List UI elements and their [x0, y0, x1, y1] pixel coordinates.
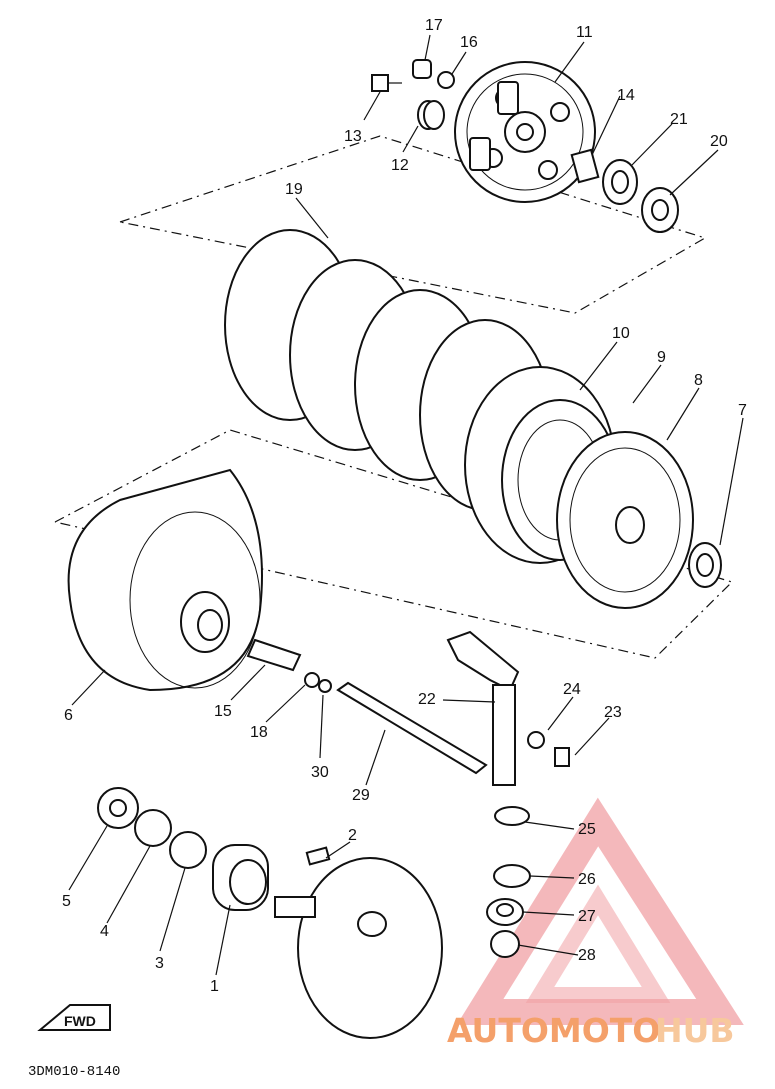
label-8: 8 [694, 372, 703, 389]
label-19: 19 [285, 181, 303, 198]
label-29: 29 [352, 787, 370, 804]
drawing-code: 3DM010-8140 [28, 1064, 120, 1080]
assembly-frame-upper [119, 135, 707, 314]
part-number-labels: 17 16 11 13 12 14 21 20 19 10 9 8 7 6 15… [62, 17, 747, 995]
bearing-set-upper [570, 148, 679, 233]
label-4: 4 [100, 923, 109, 940]
label-27: 27 [578, 908, 596, 925]
push-rod-set [246, 638, 488, 775]
assembly-frame-lower [54, 429, 734, 659]
clutch-plate-stack [224, 229, 551, 511]
label-7: 7 [738, 402, 747, 419]
label-21: 21 [670, 111, 688, 128]
label-17: 17 [425, 17, 443, 34]
lower-lever-parts [486, 806, 531, 958]
label-22: 22 [418, 691, 436, 708]
label-11: 11 [576, 24, 593, 41]
label-13: 13 [344, 128, 362, 145]
spring-bolt-set [371, 59, 455, 130]
watermark-part1: AUTOMOTO [447, 1011, 660, 1050]
primary-drive-parts [97, 787, 443, 1039]
label-24: 24 [563, 681, 581, 698]
forward-direction-arrow: FWD [37, 1004, 111, 1031]
label-10: 10 [612, 325, 630, 342]
label-30: 30 [311, 764, 329, 781]
label-2: 2 [348, 827, 357, 844]
label-15: 15 [214, 703, 232, 720]
label-23: 23 [604, 704, 622, 721]
label-5: 5 [62, 893, 71, 910]
label-26: 26 [578, 871, 596, 888]
label-3: 3 [155, 955, 164, 972]
primary-driven-gear-part [556, 431, 722, 609]
label-18: 18 [250, 724, 268, 741]
label-6: 6 [64, 707, 73, 724]
label-28: 28 [578, 947, 596, 964]
clutch-housing-part [67, 468, 263, 692]
watermark-part2: HUB [655, 1011, 735, 1050]
pressure-plate-part [454, 61, 596, 203]
label-1: 1 [210, 978, 219, 995]
label-20: 20 [710, 133, 728, 150]
label-25: 25 [578, 821, 596, 838]
label-14: 14 [617, 87, 635, 104]
label-12: 12 [391, 157, 409, 174]
push-lever-shaft [446, 630, 570, 786]
fwd-label: FWD [64, 1013, 96, 1029]
label-16: 16 [460, 34, 478, 51]
label-9: 9 [657, 349, 666, 366]
watermark-text: AUTOMOTO HUB [447, 1011, 735, 1050]
watermark-logo [456, 797, 744, 1025]
leader-lines [68, 34, 744, 976]
